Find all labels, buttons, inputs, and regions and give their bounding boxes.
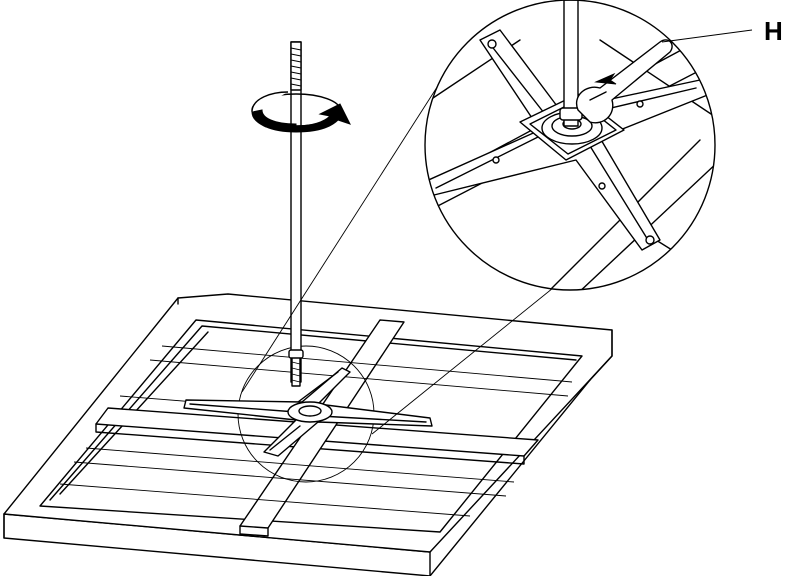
threaded-rod [288,41,304,387]
zoom-detail-circle [424,0,716,291]
cross-base [183,367,433,457]
rotate-arrow-icon [251,91,351,133]
rod-top-thread [290,41,302,91]
callout-leader [661,29,753,43]
rod-bottom-thread [288,349,304,387]
callout-label-h: H [764,16,783,46]
wrench-tool [575,39,673,124]
magnified-detail: H [241,0,783,435]
zoom-leader-upper [241,69,449,393]
